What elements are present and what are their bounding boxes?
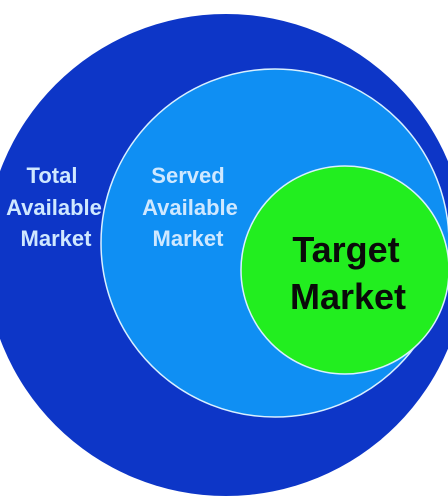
served-label-line-3: Market <box>153 226 225 251</box>
total-label-line-2: Available <box>6 195 102 220</box>
target-label-line-1: Target <box>292 229 399 270</box>
total-label-line-3: Market <box>21 226 93 251</box>
total-available-market-label: Total Available Market <box>6 163 102 251</box>
served-label-line-1: Served <box>151 163 224 188</box>
served-label-line-2: Available <box>142 195 238 220</box>
target-market-circle <box>240 165 448 375</box>
total-label-line-1: Total <box>27 163 78 188</box>
target-label-line-2: Market <box>290 276 406 317</box>
target-market-label: Target Market <box>290 229 406 317</box>
served-available-market-label: Served Available Market <box>142 163 238 251</box>
